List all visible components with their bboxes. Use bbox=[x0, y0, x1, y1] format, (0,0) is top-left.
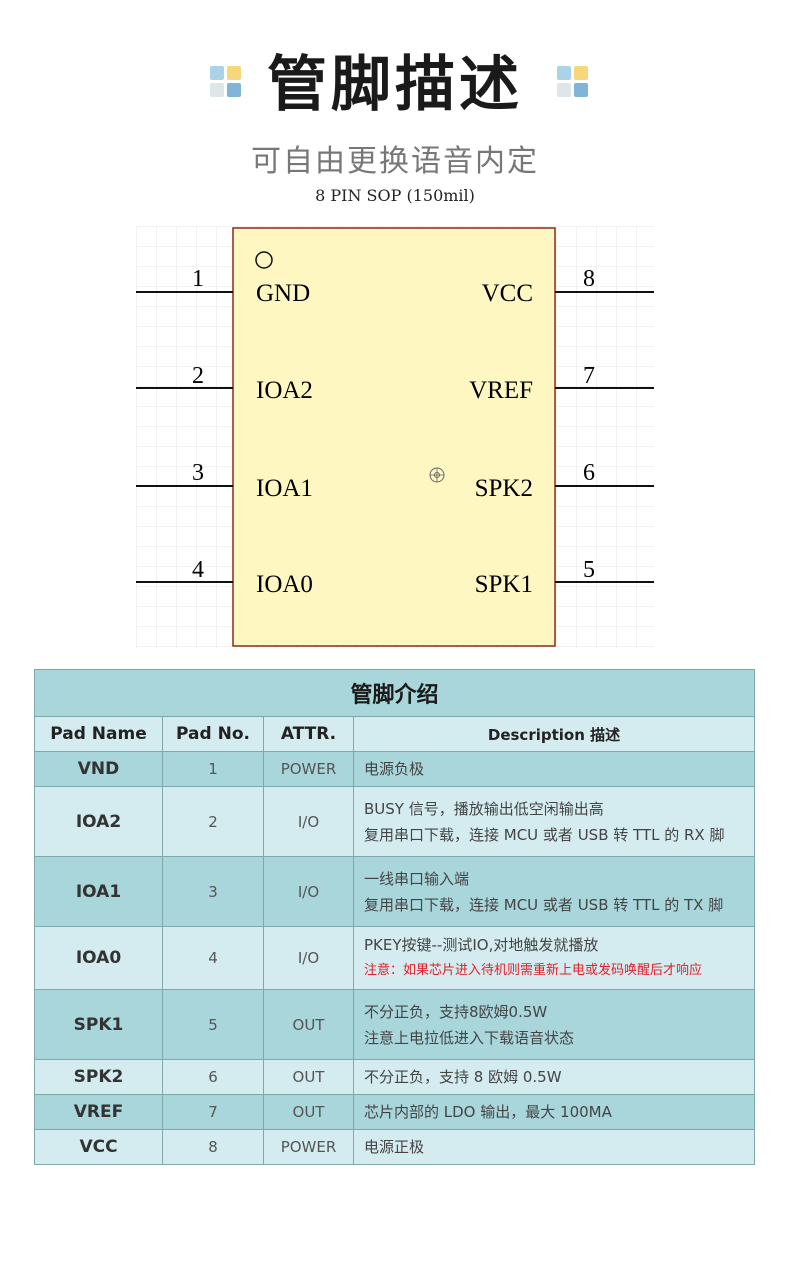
table-row: IOA0 4 I/O PKEY按键--测试IO,对地触发就播放 注意：如果芯片进… bbox=[34, 926, 756, 990]
pin-number: 1 bbox=[192, 266, 204, 292]
pin-number: 7 bbox=[583, 363, 595, 389]
pad-name: VREF bbox=[34, 1094, 163, 1130]
pad-attribute: OUT bbox=[263, 1094, 354, 1130]
table-row: IOA1 3 I/O 一线串口输入端 复用串口下载，连接 MCU 或者 USB … bbox=[34, 856, 756, 927]
pad-name: IOA2 bbox=[34, 786, 163, 857]
description-line: PKEY按键--测试IO,对地触发就播放 bbox=[364, 936, 599, 954]
description-line: 不分正负，支持 8 欧姆 0.5W bbox=[364, 1068, 562, 1086]
description-line: 电源负极 bbox=[364, 760, 425, 778]
decoration-squares-icon bbox=[210, 66, 242, 100]
pad-number: 1 bbox=[162, 751, 264, 787]
description-line: 不分正负，支持8欧姆0.5W bbox=[364, 1002, 548, 1021]
pad-description: 芯片内部的 LDO 输出，最大 100MA bbox=[352, 1094, 756, 1130]
description-line: 电源正极 bbox=[364, 1138, 425, 1156]
pin-label: IOA0 bbox=[256, 571, 313, 598]
pad-description: BUSY 信号，播放输出低空闲输出高 复用串口下载，连接 MCU 或者 USB … bbox=[352, 786, 756, 857]
pad-attribute: POWER bbox=[263, 1129, 354, 1165]
pad-attribute: OUT bbox=[263, 989, 354, 1060]
table-row: VND 1 POWER 电源负极 bbox=[34, 751, 756, 787]
pin-label: VREF bbox=[469, 377, 533, 404]
table-row: IOA2 2 I/O BUSY 信号，播放输出低空闲输出高 复用串口下载，连接 … bbox=[34, 786, 756, 857]
description-line: BUSY 信号，播放输出低空闲输出高 bbox=[364, 799, 604, 818]
pad-description: PKEY按键--测试IO,对地触发就播放 注意：如果芯片进入待机则需重新上电或发… bbox=[352, 926, 756, 990]
pin-label: GND bbox=[256, 280, 310, 307]
pin-number: 5 bbox=[583, 557, 595, 583]
pad-number: 2 bbox=[162, 786, 264, 857]
pin-6: 6 SPK2 bbox=[475, 460, 654, 502]
pin-label: VCC bbox=[482, 280, 533, 307]
table-caption: 管脚介绍 bbox=[33, 669, 756, 717]
pin-1: 1 GND bbox=[136, 266, 310, 307]
pin-number: 8 bbox=[583, 266, 595, 292]
table-header-row: Pad Name Pad No. ATTR. Description 描述 bbox=[34, 716, 756, 752]
column-header-description: Description 描述 bbox=[352, 716, 756, 752]
pad-description: 电源正极 bbox=[352, 1129, 756, 1165]
pad-attribute: POWER bbox=[263, 751, 354, 787]
description-line: 复用串口下载，连接 MCU 或者 USB 转 TTL 的 RX 脚 bbox=[364, 825, 725, 844]
pin-2: 2 IOA2 bbox=[136, 363, 313, 404]
pin-number: 3 bbox=[192, 460, 204, 486]
description-line: 注意上电拉低进入下载语音状态 bbox=[364, 1028, 575, 1047]
pad-attribute: I/O bbox=[263, 786, 354, 857]
pad-name: SPK2 bbox=[34, 1059, 163, 1095]
pad-description: 不分正负，支持8欧姆0.5W 注意上电拉低进入下载语音状态 bbox=[352, 989, 756, 1060]
pad-name: SPK1 bbox=[34, 989, 163, 1060]
pin-5: 5 SPK1 bbox=[475, 557, 654, 598]
package-label: 8 PIN SOP (150mil) bbox=[315, 186, 475, 205]
pad-description: 一线串口输入端 复用串口下载，连接 MCU 或者 USB 转 TTL 的 TX … bbox=[352, 856, 756, 927]
pad-name: IOA1 bbox=[34, 856, 163, 927]
table-row: SPK2 6 OUT 不分正负，支持 8 欧姆 0.5W bbox=[34, 1059, 756, 1095]
description-line: 复用串口下载，连接 MCU 或者 USB 转 TTL 的 TX 脚 bbox=[364, 895, 724, 914]
pin-number: 2 bbox=[192, 363, 204, 389]
pad-number: 8 bbox=[162, 1129, 264, 1165]
pin-table: 管脚介绍 Pad Name Pad No. ATTR. Description … bbox=[33, 669, 756, 1165]
table-row: SPK1 5 OUT 不分正负，支持8欧姆0.5W 注意上电拉低进入下载语音状态 bbox=[34, 989, 756, 1060]
pad-description: 不分正负，支持 8 欧姆 0.5W bbox=[352, 1059, 756, 1095]
pin-label: SPK1 bbox=[475, 571, 533, 598]
pin1-marker-icon bbox=[255, 251, 273, 269]
pinout-diagram: 1 GND 2 IOA2 3 IOA1 4 IOA0 8 VCC 7 VREF bbox=[136, 226, 654, 648]
page-title: 管脚描述 bbox=[267, 50, 523, 120]
decoration-squares-icon bbox=[557, 66, 589, 100]
pad-number: 5 bbox=[162, 989, 264, 1060]
pad-name: VCC bbox=[34, 1129, 163, 1165]
description-line: 一线串口输入端 bbox=[364, 869, 470, 888]
table-row: VREF 7 OUT 芯片内部的 LDO 输出，最大 100MA bbox=[34, 1094, 756, 1130]
pin-3: 3 IOA1 bbox=[136, 460, 313, 502]
crosshair-icon bbox=[429, 467, 445, 483]
pin-4: 4 IOA0 bbox=[136, 557, 313, 598]
column-header-pad-name: Pad Name bbox=[34, 716, 163, 752]
pad-attribute: I/O bbox=[263, 926, 354, 990]
pad-number: 6 bbox=[162, 1059, 264, 1095]
title-row: 管脚描述 bbox=[0, 40, 790, 130]
pad-description: 电源负极 bbox=[352, 751, 756, 787]
pin-8: 8 VCC bbox=[482, 266, 654, 307]
pad-name: VND bbox=[34, 751, 163, 787]
column-header-attr: ATTR. bbox=[263, 716, 354, 752]
description-line: 芯片内部的 LDO 输出，最大 100MA bbox=[364, 1103, 612, 1121]
pad-attribute: OUT bbox=[263, 1059, 354, 1095]
warning-note: 注意：如果芯片进入待机则需重新上电或发码唤醒后才响应 bbox=[364, 963, 703, 978]
page-subtitle: 可自由更换语音内定 bbox=[251, 144, 539, 179]
table-row: VCC 8 POWER 电源正极 bbox=[34, 1129, 756, 1165]
pad-number: 7 bbox=[162, 1094, 264, 1130]
column-header-pad-no: Pad No. bbox=[162, 716, 264, 752]
pin-number: 6 bbox=[583, 460, 595, 486]
chip-body bbox=[232, 227, 556, 647]
pad-name: IOA0 bbox=[34, 926, 163, 990]
pad-number: 3 bbox=[162, 856, 264, 927]
pin-label: IOA2 bbox=[256, 377, 313, 404]
pin-7: 7 VREF bbox=[469, 363, 654, 404]
pad-number: 4 bbox=[162, 926, 264, 990]
pin-label: SPK2 bbox=[475, 475, 533, 502]
pin-number: 4 bbox=[192, 557, 204, 583]
pad-attribute: I/O bbox=[263, 856, 354, 927]
pin-label: IOA1 bbox=[256, 475, 313, 502]
